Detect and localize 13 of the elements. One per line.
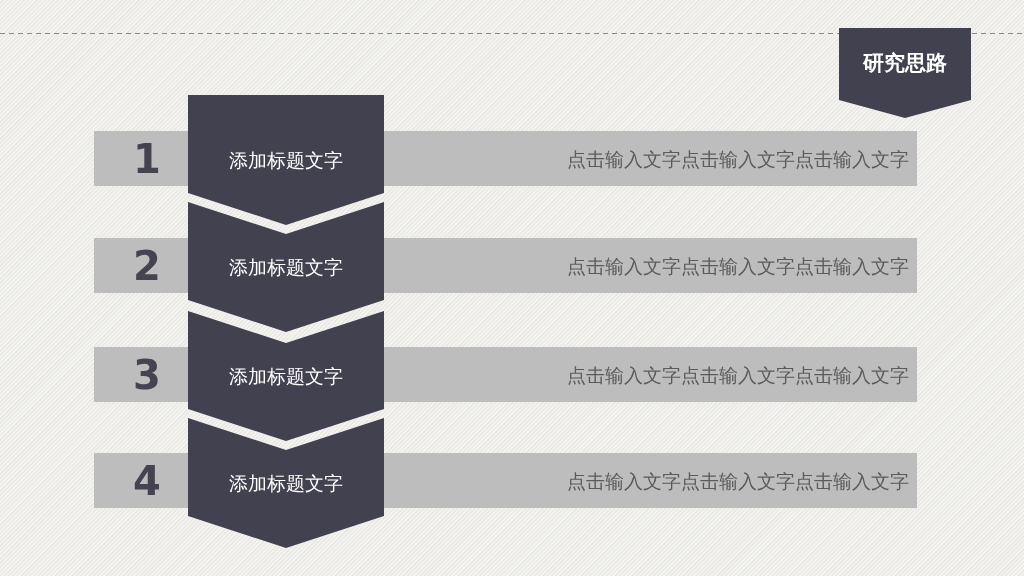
description-text: 点击输入文字点击输入文字点击输入文字 [567, 365, 909, 384]
description-text: 点击输入文字点击输入文字点击输入文字 [567, 256, 909, 275]
step-number: 2 [133, 245, 161, 286]
step-number: 4 [133, 460, 161, 501]
step-number: 3 [133, 354, 161, 395]
description-text: 点击输入文字点击输入文字点击输入文字 [567, 149, 909, 168]
step-title: 添加标题文字 [229, 150, 343, 170]
step-number: 1 [133, 138, 161, 179]
description-text: 点击输入文字点击输入文字点击输入文字 [567, 471, 909, 490]
step-title: 添加标题文字 [229, 257, 343, 277]
step-title: 添加标题文字 [229, 473, 343, 493]
step-title: 添加标题文字 [229, 366, 343, 386]
section-title: 研究思路 [863, 52, 947, 74]
